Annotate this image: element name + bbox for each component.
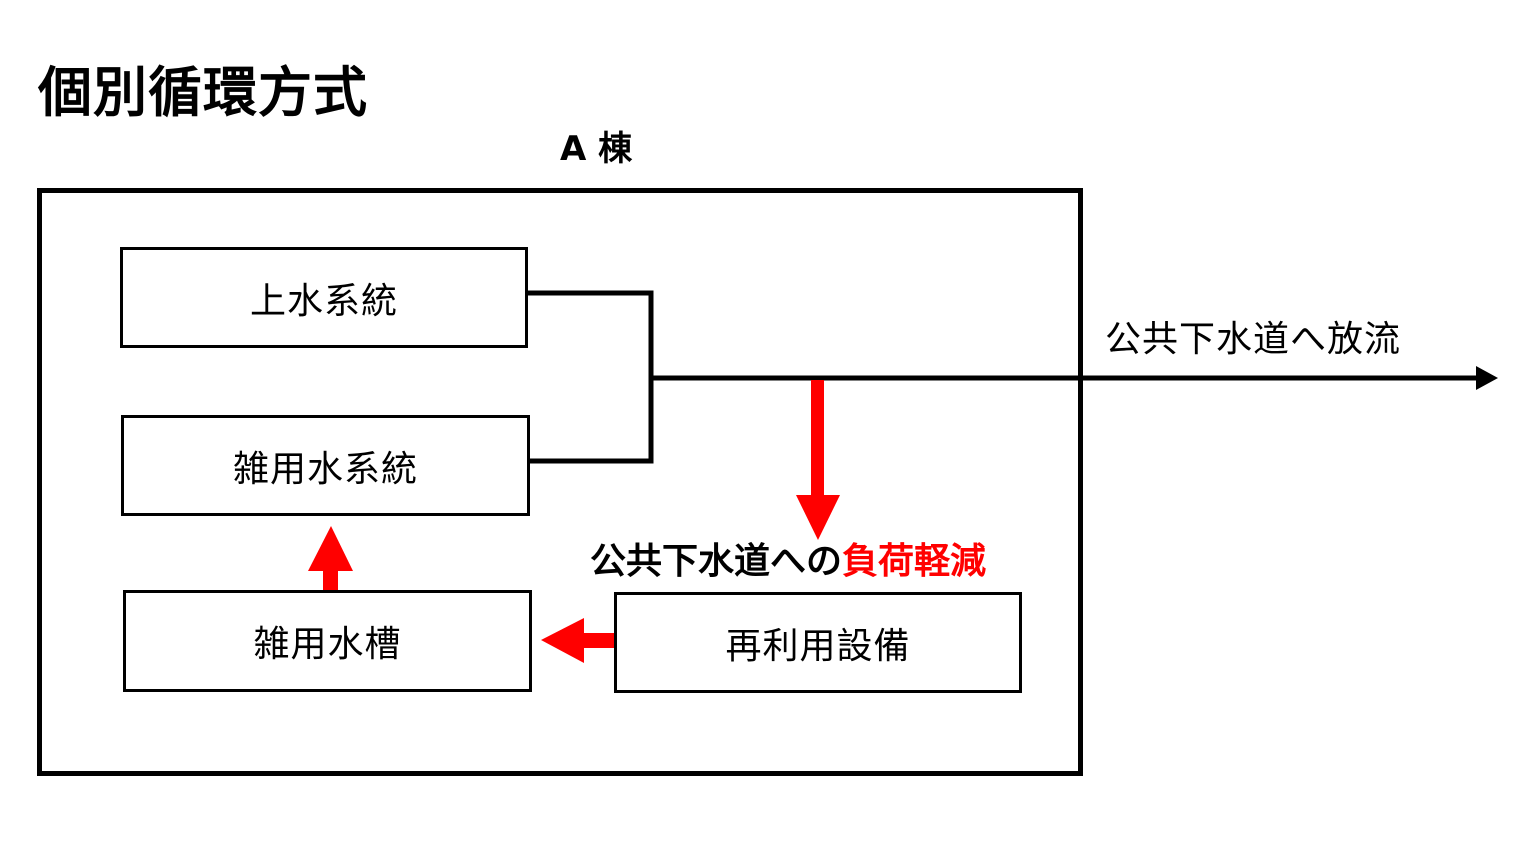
building-a-boundary — [37, 188, 1083, 776]
discharge-arrowhead-icon — [1476, 366, 1498, 390]
potable-outlet-line — [528, 290, 654, 464]
red-up-arrow-head-icon — [308, 526, 353, 571]
reuse-facility-box: 再利用設備 — [614, 592, 1022, 693]
gray-water-system-label: 雑用水系統 — [232, 448, 418, 490]
load-reduction-highlight: 負荷軽減 — [842, 541, 987, 582]
red-left-arrow-head-icon — [541, 618, 584, 663]
load-reduction-label: 公共下水道への負荷軽減 — [590, 544, 986, 580]
potable-water-system-box: 上水系統 — [120, 247, 528, 348]
gray-water-system-box: 雑用水系統 — [121, 415, 530, 516]
reuse-facility-label: 再利用設備 — [725, 625, 911, 667]
red-down-arrow-shaft — [811, 380, 824, 497]
potable-water-system-label: 上水系統 — [249, 280, 398, 322]
diagram-title: 個別循環方式 — [38, 61, 368, 124]
gray-water-tank-box: 雑用水槽 — [123, 590, 532, 692]
red-down-arrow-head-icon — [796, 495, 840, 540]
building-label: A 棟 — [560, 129, 633, 169]
load-reduction-prefix: 公共下水道への — [590, 541, 843, 582]
red-up-arrow-shaft — [323, 570, 338, 591]
discharge-label: 公共下水道へ放流 — [1105, 319, 1402, 360]
gray-water-tank-label: 雑用水槽 — [253, 624, 402, 665]
red-left-arrow-shaft — [580, 633, 615, 648]
